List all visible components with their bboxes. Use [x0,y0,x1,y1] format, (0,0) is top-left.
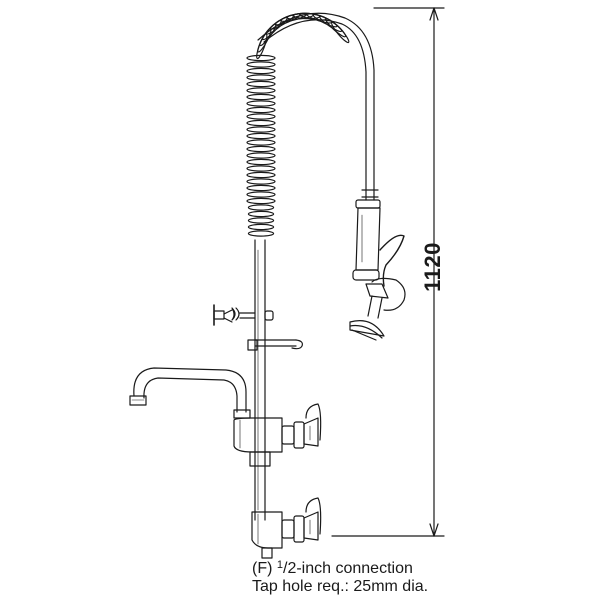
spring-coil-loop [331,21,350,44]
connection-note-fraction-numerator: 1 [276,559,283,571]
spring-coil-loop [246,152,276,159]
spring-coil-loop [246,191,276,198]
connection-note-suffix: /2-inch connection [283,560,413,577]
spring-coil-loop [247,223,275,231]
spring-coil-loop [247,230,275,237]
swing-spout [129,367,251,419]
spring-coil-loop [246,67,276,75]
spring-coil-loop [246,178,276,185]
spring-coil-loop [246,139,276,146]
pre-rinse-spring [246,12,350,237]
spring-coil-loop [246,165,276,172]
spring-coil-loop [262,19,282,41]
spring-coil-loop [246,158,276,166]
mixer-valve-body [233,403,322,467]
spring-coil-loop [246,93,276,101]
connection-note-prefix: (F) [252,560,277,577]
spring-coil-loop [246,87,276,94]
lower-valve-body [251,497,322,559]
spring-coil-loop [247,204,275,211]
spring-coil-loop [246,145,276,153]
spring-coil-loop [246,54,276,62]
dimension-lines [331,7,445,537]
tap-hole-note: Tap hole req.: 25mm dia. [252,578,429,595]
spring-coil-loop [246,113,276,120]
spring-coil-loop [246,80,276,88]
spray-gun [349,199,406,341]
spring-coil-loop [247,210,275,218]
wall-bracket [213,304,274,326]
connection-note: (F) 1/2-inch connection [252,559,413,578]
hook-clip [247,339,303,351]
riser-column [254,239,266,521]
spring-coil-loop [246,132,276,140]
spring-coil-loop [246,126,276,133]
spray-hose [257,12,379,201]
spring-coil-loop [247,217,275,224]
spring-coil-loop [319,15,343,33]
spring-coil-loop [246,119,276,127]
spring-coil-loop [246,61,276,68]
spring-coil-loop [246,171,276,179]
spring-coil-loop [246,100,276,107]
spring-coil-loop [246,74,276,81]
spring-coil-loop [246,197,276,205]
overall-height-label: 1120 [420,242,445,292]
spring-coil-loop [246,106,276,114]
spring-coil-loop [257,28,272,53]
spring-coil-loop [246,184,276,192]
